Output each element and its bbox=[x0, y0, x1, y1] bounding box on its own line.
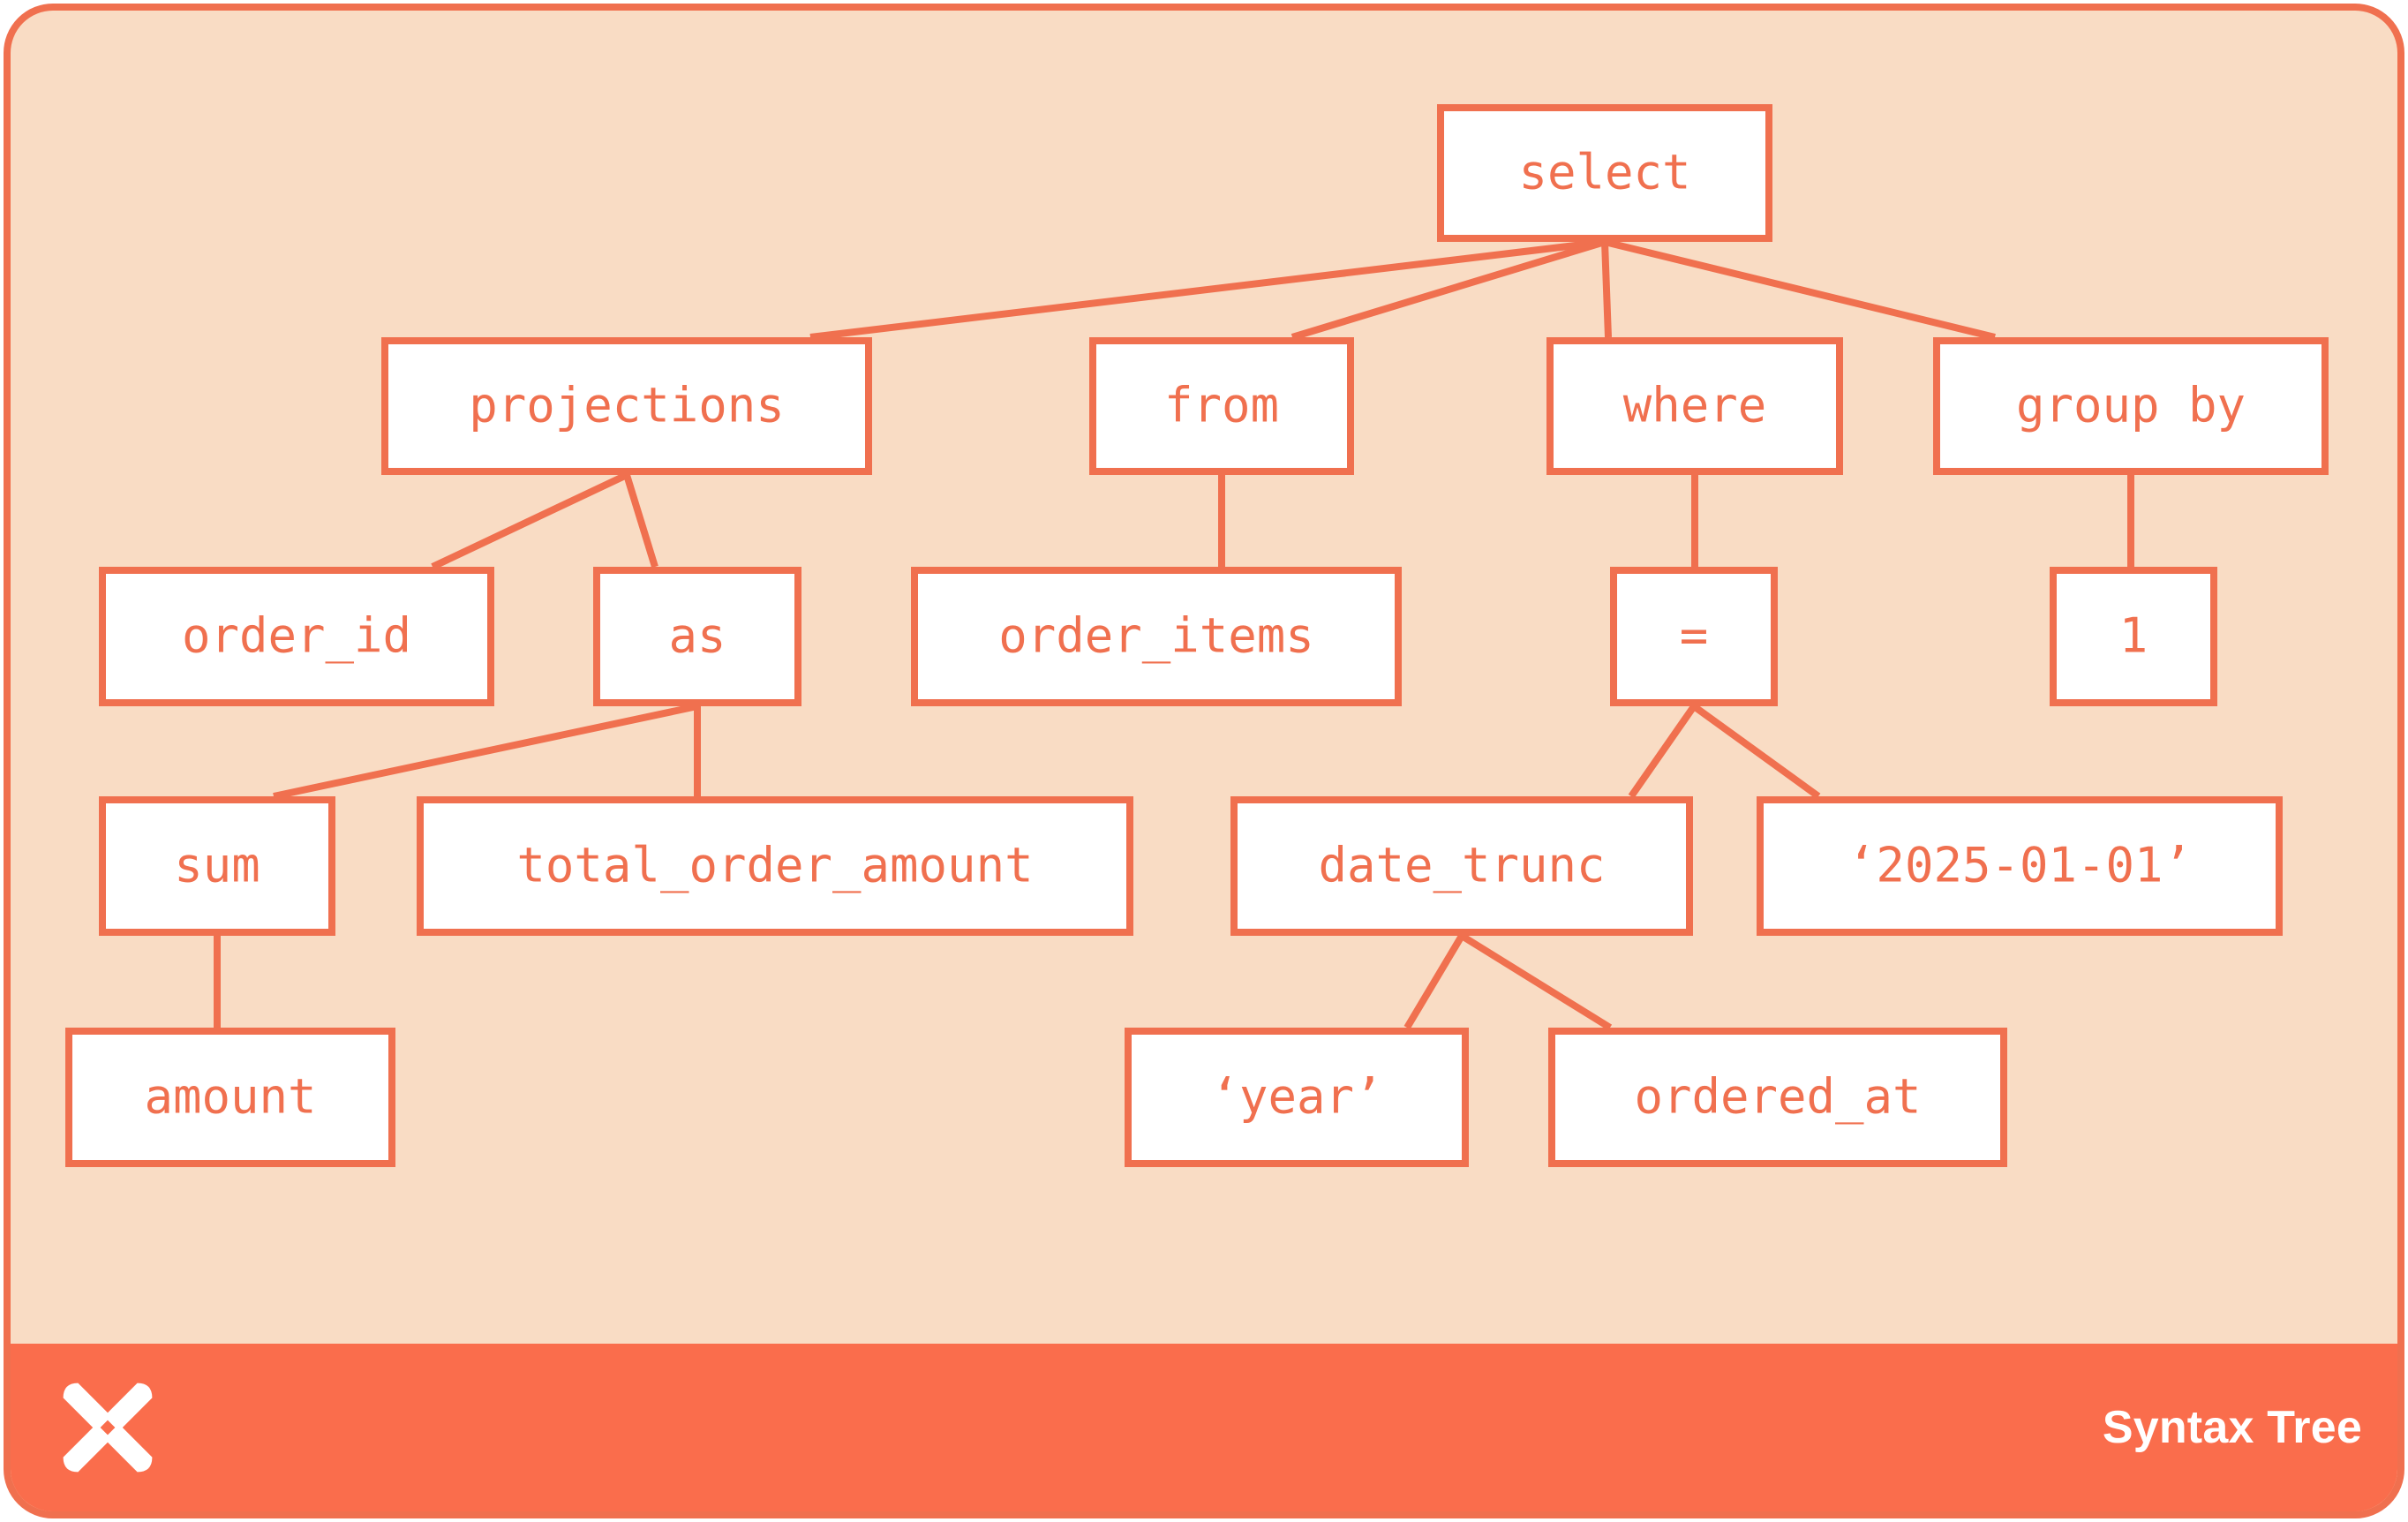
tree-node-label: sum bbox=[174, 838, 260, 893]
tree-node-box bbox=[99, 796, 335, 936]
tree-node-label: projections bbox=[469, 378, 785, 433]
tree-node-box bbox=[593, 567, 801, 706]
tree-node-eq[interactable]: = bbox=[1610, 567, 1778, 706]
tree-node-label: date_trunc bbox=[1318, 838, 1605, 893]
tree-edge-projections-to-as bbox=[623, 473, 658, 569]
tree-node-box bbox=[1548, 1028, 2007, 1167]
tree-node-where[interactable]: where bbox=[1546, 337, 1843, 475]
tree-edge-eq-to-date_literal bbox=[1691, 703, 1821, 800]
tree-node-label: total_order_amount bbox=[516, 838, 1033, 893]
tree-node-total_order_amount[interactable]: total_order_amount bbox=[417, 796, 1133, 936]
tree-node-box bbox=[911, 567, 1402, 706]
tree-node-label: amount bbox=[144, 1069, 316, 1125]
tree-node-label: where bbox=[1623, 378, 1767, 433]
tree-node-label: ‘year’ bbox=[1210, 1069, 1382, 1125]
tree-edge-date_trunc-to-year_literal bbox=[1403, 933, 1465, 1030]
syntax-tree-canvas: select projections from where group by order_… bbox=[65, 104, 2329, 1167]
tree-node-box bbox=[381, 337, 872, 475]
tree-edge-select-to-group_by bbox=[1604, 238, 1996, 341]
x-star-logo-icon bbox=[63, 1383, 153, 1473]
tree-node-box bbox=[1437, 104, 1772, 242]
tree-node-date_literal[interactable]: ‘2025-01-01’ bbox=[1757, 796, 2283, 936]
tree-node-box bbox=[1933, 337, 2329, 475]
tree-edge-projections-to-order_id bbox=[431, 471, 628, 570]
tree-node-box bbox=[1757, 796, 2283, 936]
tree-edge-select-to-from bbox=[1291, 238, 1607, 341]
tree-node-label: order_items bbox=[998, 608, 1314, 664]
tree-node-as[interactable]: as bbox=[593, 567, 801, 706]
tree-node-ordered_at[interactable]: ordered_at bbox=[1548, 1028, 2007, 1167]
tree-node-group_by[interactable]: group by bbox=[1933, 337, 2329, 475]
tree-node-order_id[interactable]: order_id bbox=[99, 567, 494, 706]
tree-node-amount[interactable]: amount bbox=[65, 1028, 395, 1167]
edge-layer bbox=[214, 238, 2134, 1031]
footer-title: Syntax Tree bbox=[2102, 1402, 2362, 1453]
tree-node-box bbox=[65, 1028, 395, 1167]
tree-node-label: = bbox=[1680, 608, 1709, 664]
tree-edge-eq-to-date_trunc bbox=[1628, 704, 1697, 799]
tree-node-date_trunc[interactable]: date_trunc bbox=[1230, 796, 1693, 936]
tree-node-box bbox=[1610, 567, 1778, 706]
tree-node-label: ordered_at bbox=[1634, 1069, 1921, 1125]
tree-edge-as-to-sum bbox=[273, 703, 698, 800]
tree-node-label: ‘2025-01-01’ bbox=[1847, 838, 2192, 893]
tree-node-box bbox=[1125, 1028, 1469, 1167]
tree-node-box bbox=[1089, 337, 1354, 475]
tree-node-order_items[interactable]: order_items bbox=[911, 567, 1402, 706]
tree-node-box bbox=[417, 796, 1133, 936]
tree-node-label: group by bbox=[2016, 378, 2246, 433]
tree-node-box bbox=[99, 567, 494, 706]
tree-node-label: order_id bbox=[182, 608, 411, 664]
footer-bar: Syntax Tree bbox=[11, 1344, 2397, 1511]
tree-node-label: 1 bbox=[2119, 608, 2148, 664]
tree-node-label: as bbox=[668, 608, 726, 664]
tree-node-year_literal[interactable]: ‘year’ bbox=[1125, 1028, 1469, 1167]
tree-node-projections[interactable]: projections bbox=[381, 337, 872, 475]
tree-edge-select-to-where bbox=[1601, 241, 1612, 338]
tree-node-from[interactable]: from bbox=[1089, 337, 1354, 475]
tree-edge-date_trunc-to-ordered_at bbox=[1459, 932, 1613, 1031]
node-layer: select projections from where group by order_… bbox=[65, 104, 2329, 1167]
tree-node-box bbox=[1230, 796, 1693, 936]
diagram-card: select projections from where group by order_… bbox=[4, 4, 2404, 1518]
tree-node-select[interactable]: select bbox=[1437, 104, 1772, 242]
tree-node-box bbox=[1546, 337, 1843, 475]
tree-node-box bbox=[2050, 567, 2217, 706]
tree-node-label: select bbox=[1518, 145, 1690, 200]
tree-node-one[interactable]: 1 bbox=[2050, 567, 2217, 706]
tree-node-sum[interactable]: sum bbox=[99, 796, 335, 936]
tree-edge-select-to-projections bbox=[809, 238, 1606, 341]
tree-node-label: from bbox=[1164, 378, 1279, 433]
